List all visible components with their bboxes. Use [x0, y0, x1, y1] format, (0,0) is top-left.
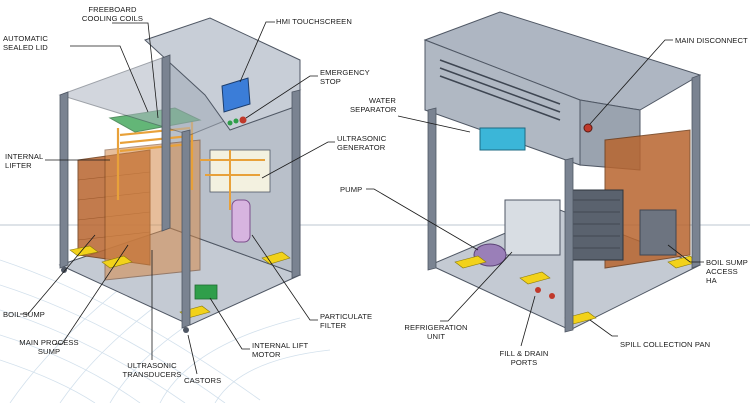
- label-fill-drain-ports: FILL & DRAIN PORTS: [499, 349, 549, 367]
- label-boil-sump: BOIL SUMP: [3, 310, 45, 319]
- main-disconnect-shape: [583, 123, 593, 133]
- label-ultrasonic-generator: ULTRASONIC GENERATOR: [337, 134, 387, 152]
- leader-generator: [261, 141, 335, 179]
- leader-estop: [245, 75, 318, 119]
- estop-shape: [239, 116, 247, 124]
- label-castors: CASTORS: [184, 376, 222, 385]
- leader-spill: [589, 319, 618, 337]
- condenser-shape: [567, 189, 624, 261]
- label-emergency-stop: EMERGENCY STOP: [320, 68, 370, 86]
- label-spill-collection-pan: SPILL COLLECTION PAN: [620, 340, 711, 349]
- leader-lift-motor: [209, 297, 250, 350]
- label-refrigeration-unit: REFRIGERATION UNIT: [404, 323, 468, 341]
- leader-pump: [366, 188, 479, 251]
- label-internal-lifter: INTERNAL LIFTER: [5, 152, 44, 170]
- right-machine: [423, 11, 702, 333]
- label-hmi-touchscreen: HMI TOUCHSCREEN: [276, 17, 352, 26]
- lift-motor-shape: [194, 284, 218, 300]
- left-machine: [58, 17, 302, 333]
- generator-shape: [209, 149, 271, 193]
- leader-freeboard: [112, 22, 159, 119]
- leader-lines: [20, 21, 704, 375]
- label-automatic-sealed-lid: AUTOMATIC SEALED LID: [3, 34, 48, 52]
- label-boil-sump-access-hatch: BOIL SUMP ACCESS HA: [706, 258, 748, 285]
- leader-refrigeration: [440, 251, 513, 322]
- leader-water-separator: [397, 115, 471, 133]
- label-ultrasonic-transducers: ULTRASONIC TRANSDUCERS: [122, 361, 182, 379]
- leader-hmi: [239, 21, 275, 83]
- leader-filter: [251, 234, 318, 321]
- access-hatch-shape: [639, 209, 677, 256]
- leader-lid: [70, 45, 149, 113]
- label-particulate-filter: PARTICULATE FILTER: [320, 312, 373, 330]
- leader-castors: [187, 334, 198, 375]
- label-main-process-sump: MAIN PROCESS SUMP: [19, 338, 79, 356]
- cooling-coils-shape: [116, 122, 194, 200]
- label-freeboard-cooling-coils: FREEBOARD COOLING COILS: [81, 5, 144, 23]
- leader-process-sump: [55, 244, 129, 345]
- filter-shape: [231, 199, 251, 243]
- leader-boil-sump: [20, 234, 96, 315]
- water-separator-shape: [479, 127, 526, 151]
- label-water-separator: WATER SEPARATOR: [350, 96, 397, 114]
- label-main-disconnect: MAIN DISCONNECT: [675, 36, 748, 45]
- hmi-screen-shape: [221, 77, 251, 113]
- leader-disconnect: [589, 39, 673, 125]
- leader-hatch: [667, 244, 704, 263]
- label-internal-lift-motor: INTERNAL LIFT MOTOR: [252, 341, 309, 359]
- refrigeration-shape: [504, 199, 561, 256]
- leader-fill-drain: [520, 295, 536, 347]
- label-pump: PUMP: [340, 185, 363, 194]
